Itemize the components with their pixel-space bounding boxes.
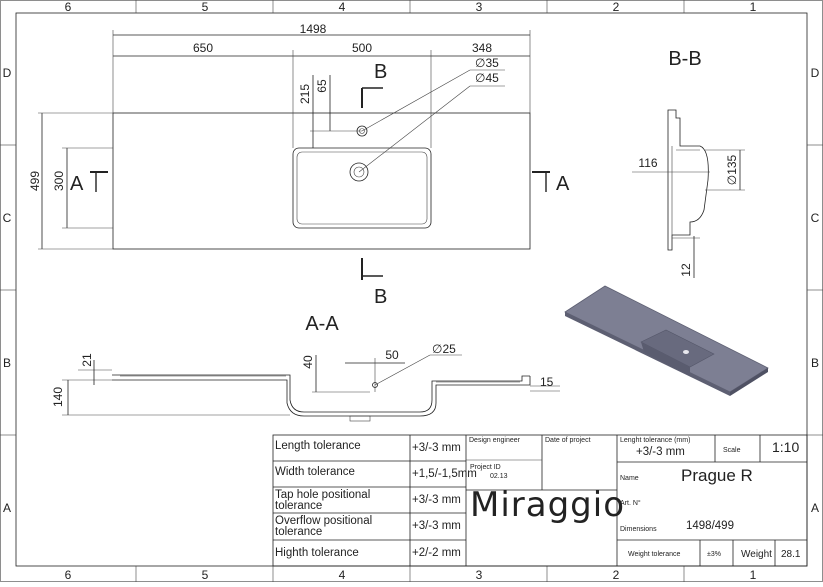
top-view: 1498 650 500 348 499 300 215 65 ∅35 ∅45 … (28, 22, 570, 308)
weight-value: 28.1 (781, 549, 801, 560)
col-label-bottom: 1 (750, 568, 757, 582)
col-label-bottom: 2 (613, 568, 620, 582)
tol-label-height: Highth tolerance (275, 547, 359, 559)
date-label: Date of project (545, 437, 591, 444)
title-block (272, 434, 808, 567)
length-tol-label: Lenght tolerance (mm) (620, 437, 691, 444)
section-a-left: A (70, 173, 84, 195)
row-label-left: A (3, 501, 11, 515)
tol-value-height: +2/-2 mm (412, 547, 461, 559)
row-label-left: B (3, 356, 11, 370)
tol-label-width: Width tolerance (275, 466, 355, 478)
dim-left-offset: 650 (193, 41, 213, 55)
bowl-outline (292, 147, 432, 229)
weight-label: Weight (741, 549, 772, 560)
dim-bb-135: ∅135 (725, 154, 739, 185)
scale-value: 1:10 (772, 439, 800, 455)
dim-aa-140: 140 (51, 387, 65, 407)
dim-aa-21: 21 (80, 353, 94, 367)
tol-value-overflow: +3/-3 mm (412, 520, 461, 532)
tol-value-length: +3/-3 mm (412, 442, 461, 454)
section-aa: A-A 140 21 40 50 ∅25 15 (51, 313, 560, 422)
tol-value-tap: +3/-3 mm (412, 494, 461, 506)
dimensions-label: Dimensions (620, 526, 657, 533)
dim-overall-depth: 499 (28, 171, 42, 191)
col-label-bottom: 6 (65, 568, 72, 582)
art-label: Art. N° (620, 500, 641, 507)
dim-tap-hole: ∅35 (475, 56, 499, 70)
dim-aa-40: 40 (301, 355, 315, 369)
col-label-top: 5 (202, 0, 209, 14)
brand-logo: Miraggio (470, 485, 626, 525)
dim-aa-50: 50 (385, 348, 399, 362)
dim-drain-hole: ∅45 (475, 71, 499, 85)
tol-label-overflow: Overflow positional tolerance (275, 515, 373, 538)
row-label-left: C (3, 211, 12, 225)
dim-tap-offset-2: 65 (315, 79, 329, 93)
isometric-preview (564, 285, 769, 396)
dim-bb-116: 116 (638, 156, 657, 170)
grid-column-labels: 6 5 4 3 2 1 6 5 4 3 2 1 (65, 0, 757, 582)
dimensions-value: 1498/499 (686, 520, 734, 532)
dim-right-offset: 348 (472, 41, 492, 55)
col-label-top: 4 (339, 0, 346, 14)
tol-label-length: Length tolerance (275, 440, 361, 452)
dim-bb-12: 12 (679, 263, 693, 277)
dim-bowl-width: 500 (352, 41, 372, 55)
grid-row-labels: D C B A D C B A (3, 66, 820, 515)
col-label-top: 1 (750, 0, 757, 14)
dim-tap-offset-1: 215 (298, 84, 312, 104)
dim-aa-15: 15 (540, 375, 554, 389)
row-label-left: D (3, 66, 12, 80)
length-tol-value: +3/-3 mm (636, 446, 685, 458)
col-label-bottom: 4 (339, 568, 346, 582)
col-label-top: 2 (613, 0, 620, 14)
row-label-right: D (811, 66, 820, 80)
col-label-bottom: 5 (202, 568, 209, 582)
project-id-value: 02.13 (490, 473, 508, 480)
col-label-top: 3 (476, 0, 483, 14)
weight-tol-label: Weight tolerance (628, 551, 681, 558)
dim-aa-25: ∅25 (432, 342, 456, 356)
drain-hole (349, 162, 369, 182)
tol-label-tap: Tap hole positional tolerance (275, 489, 371, 512)
col-label-bottom: 3 (476, 568, 483, 582)
section-bb: B-B 116 ∅135 12 (632, 48, 745, 278)
weight-tol-value: ±3% (707, 551, 721, 558)
section-aa-title: A-A (305, 313, 339, 335)
countertop-outline (112, 112, 531, 250)
row-label-right: C (811, 211, 820, 225)
dim-bowl-depth: 300 (52, 171, 66, 191)
section-bb-title: B-B (668, 48, 701, 70)
section-b-top: B (374, 61, 387, 83)
row-label-right: B (811, 356, 819, 370)
scale-label: Scale (723, 447, 741, 454)
tol-value-width: +1,5/-1,5mm (412, 468, 477, 480)
section-a-right: A (556, 173, 570, 195)
row-label-right: A (811, 501, 819, 515)
dim-overall-width: 1498 (300, 22, 327, 36)
project-id-label: Project ID (470, 464, 501, 471)
section-b-bottom: B (374, 286, 387, 308)
product-name: Prague R (681, 466, 753, 485)
col-label-top: 6 (65, 0, 72, 14)
name-label: Name (620, 475, 639, 482)
design-engineer-label: Design engineer (469, 437, 520, 444)
